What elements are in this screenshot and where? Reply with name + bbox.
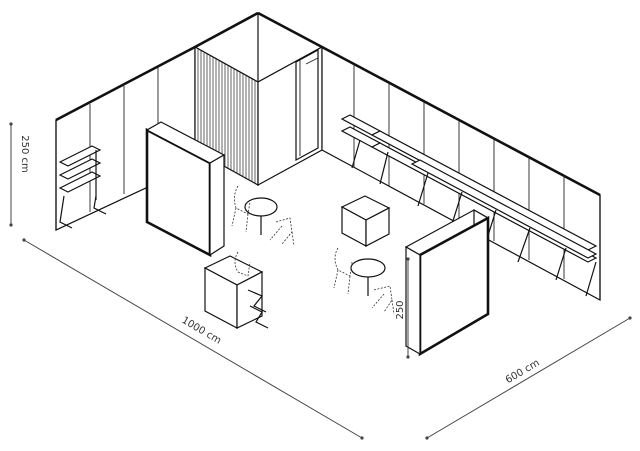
right-freestanding-panel xyxy=(404,208,490,357)
cube-stool xyxy=(340,195,391,248)
width-dimension xyxy=(425,316,632,440)
back-left-wall xyxy=(55,45,196,231)
left-freestanding-panel xyxy=(145,121,226,258)
height-dimension xyxy=(9,122,13,227)
left-table-group xyxy=(231,185,295,247)
right-wall-shelves xyxy=(340,114,598,297)
length-dimension-label: 1000 cm xyxy=(180,315,223,347)
length-dimension xyxy=(22,238,364,440)
panel-height-dimension-label: 250 xyxy=(395,300,406,319)
panel-height-dimension xyxy=(406,257,410,359)
right-table-group xyxy=(333,247,395,315)
slatted-facade xyxy=(197,49,256,183)
height-dimension-label: 250 cm xyxy=(19,135,30,173)
counter-desk xyxy=(203,251,269,329)
left-wall-shelves xyxy=(58,145,107,229)
